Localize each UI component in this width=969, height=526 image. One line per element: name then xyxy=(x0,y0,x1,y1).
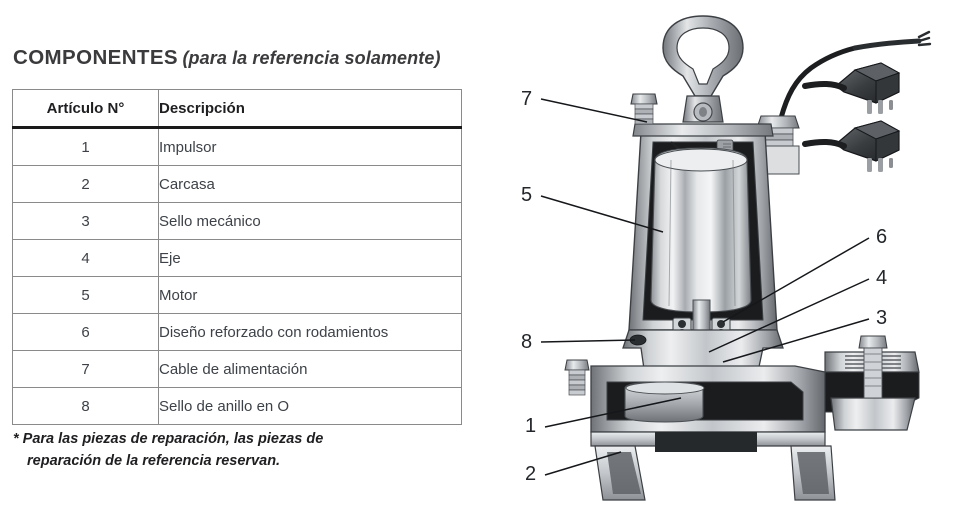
pump-casing xyxy=(590,365,826,433)
components-table-body: 1 Impulsor 2 Carcasa 3 Sello mecánico 4 … xyxy=(12,127,462,425)
item-number: 3 xyxy=(12,202,159,240)
table-row: 4 Eje xyxy=(12,239,462,277)
callout-label-2: 2 xyxy=(525,463,537,485)
table-row: 2 Carcasa xyxy=(12,165,462,203)
item-number: 5 xyxy=(12,276,159,314)
pump-base-legs xyxy=(590,431,836,501)
item-description: Sello de anillo en O xyxy=(158,387,462,425)
power-plug-upper xyxy=(802,62,901,114)
item-number: 8 xyxy=(12,387,159,425)
page-title-subtitle: (para la referencia solamente) xyxy=(182,48,441,68)
item-description: Motor xyxy=(158,276,462,314)
item-number: 1 xyxy=(12,127,159,166)
table-row: 7 Cable de alimentación xyxy=(12,350,462,388)
discharge-outlet xyxy=(824,335,920,431)
callout-leader-lines xyxy=(540,98,870,476)
column-header-item-number: Artículo N° xyxy=(12,89,159,129)
leader-line-5 xyxy=(540,195,664,233)
footnote-line-1: * Para las piezas de reparación, las pie… xyxy=(13,431,324,447)
leader-line-6 xyxy=(722,237,870,323)
callout-label-1: 1 xyxy=(525,415,537,437)
lifting-handle xyxy=(662,15,744,123)
item-description: Eje xyxy=(158,239,462,277)
table-row: 6 Diseño reforzado con rodamientos xyxy=(12,313,462,351)
item-description: Impulsor xyxy=(158,127,462,166)
callout-label-5: 5 xyxy=(521,184,533,206)
leader-line-1 xyxy=(544,397,682,428)
table-row: 3 Sello mecánico xyxy=(12,202,462,240)
components-table: Artículo N° Descripción 1 Impulsor 2 Car… xyxy=(12,89,462,425)
item-number: 4 xyxy=(12,239,159,277)
leader-line-8 xyxy=(540,339,636,343)
callout-label-8: 8 xyxy=(521,331,533,353)
leader-line-3 xyxy=(722,318,870,363)
pump-cutaway-diagram: 7 5 8 1 2 6 4 3 xyxy=(495,0,969,526)
leader-line-4 xyxy=(708,278,870,353)
page-title-main: COMPONENTES xyxy=(13,46,178,69)
table-row: 8 Sello de anillo en O xyxy=(12,387,462,425)
leader-line-2 xyxy=(544,451,622,476)
repair-parts-footnote: * Para las piezas de reparación, las pie… xyxy=(13,429,433,473)
motor-cylinder xyxy=(650,147,752,313)
item-description: Cable de alimentación xyxy=(158,350,462,388)
power-cord xyxy=(778,30,932,121)
pump-illustration xyxy=(540,15,932,501)
callout-label-4: 4 xyxy=(876,267,888,289)
item-description: Sello mecánico xyxy=(158,202,462,240)
item-number: 7 xyxy=(12,350,159,388)
column-header-description: Descripción xyxy=(158,89,462,129)
flange-bolt-left xyxy=(564,359,590,396)
callout-label-6: 6 xyxy=(876,226,888,248)
table-header-row: Artículo N° Descripción xyxy=(12,89,462,129)
footnote-line-2: reparación de la referencia reservan. xyxy=(27,452,281,469)
table-row: 5 Motor xyxy=(12,276,462,314)
power-plug-lower xyxy=(802,120,901,172)
item-number: 2 xyxy=(12,165,159,203)
callout-label-3: 3 xyxy=(876,307,888,329)
item-number: 6 xyxy=(12,313,159,351)
leader-line-7 xyxy=(540,98,648,123)
item-description: Carcasa xyxy=(158,165,462,203)
table-row: 1 Impulsor xyxy=(12,127,462,166)
callout-label-7: 7 xyxy=(521,88,533,110)
item-description: Diseño reforzado con rodamientos xyxy=(158,313,462,351)
components-panel: COMPONENTES (para la referencia solament… xyxy=(12,46,462,473)
page-title: COMPONENTES (para la referencia solament… xyxy=(13,46,441,69)
